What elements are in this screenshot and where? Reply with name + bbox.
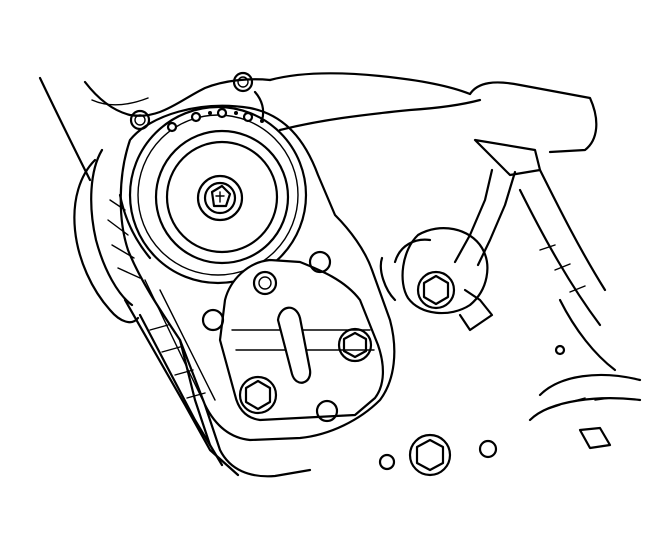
right-arm-bracket xyxy=(401,81,617,372)
main-bracket-plate xyxy=(119,104,396,478)
lower-left-rails xyxy=(123,298,240,477)
pulley-bolt-ring xyxy=(166,107,264,133)
upper-left-hose xyxy=(38,72,482,182)
mount-plate xyxy=(201,250,384,423)
lower-right-components xyxy=(528,344,642,450)
upper-bolts xyxy=(129,71,265,131)
left-bracket xyxy=(73,148,152,324)
lower-fittings xyxy=(378,238,498,477)
pulley-assembly xyxy=(128,105,308,285)
